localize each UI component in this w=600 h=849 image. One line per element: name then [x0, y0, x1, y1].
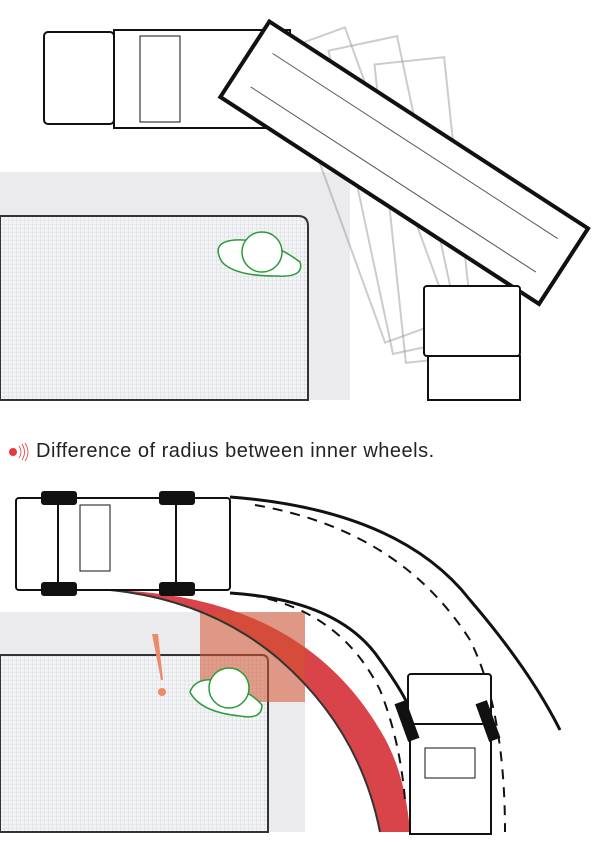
warning-exclamation-icon — [152, 634, 166, 696]
truck-straight — [15, 491, 231, 596]
trailer-rotated — [217, 18, 591, 307]
wheel-icon — [159, 491, 195, 505]
rear-inner-path — [109, 589, 381, 833]
center-dashed-path — [254, 504, 506, 833]
truck-cab-bottom — [423, 285, 521, 401]
wheel-icon — [41, 582, 77, 596]
top-illustration-truck-turning — [0, 18, 591, 401]
caption-text: Difference of radius between inner wheel… — [36, 440, 435, 462]
outer-path — [229, 495, 562, 731]
wheel-icon — [41, 491, 77, 505]
truck-turned — [394, 673, 501, 835]
inner-dashed-path — [249, 594, 406, 801]
front-inner-path — [229, 591, 412, 711]
wheel-icon — [159, 582, 195, 596]
bottom-illustration-inner-wheel-difference — [0, 491, 562, 835]
red-dot-signal-icon — [9, 442, 29, 461]
pedestrian — [217, 231, 302, 277]
pedestrian — [189, 667, 263, 718]
caption: Difference of radius between inner wheel… — [8, 440, 435, 463]
